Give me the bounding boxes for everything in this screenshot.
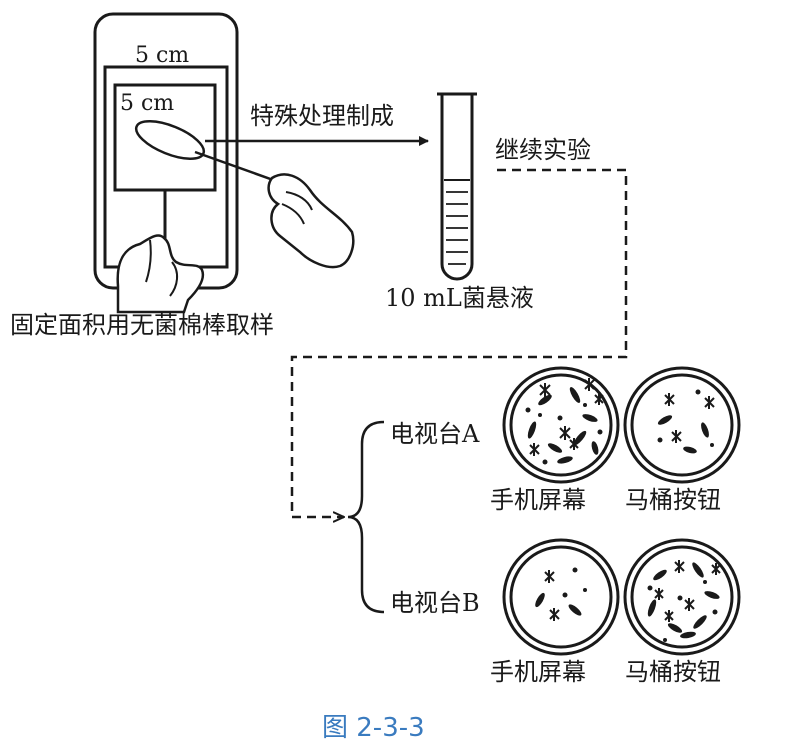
- swab-caption: 固定面积用无菌棉棒取样: [10, 311, 274, 339]
- test-tube-icon: [437, 92, 477, 281]
- petri-dish-a-phone: [502, 366, 620, 484]
- outer-dimension-label: 5 cm: [135, 43, 189, 68]
- cotton-swab: [134, 120, 291, 188]
- continue-dashed-arrow: [290, 168, 628, 517]
- dish-label-a-phone: 手机屏幕: [490, 486, 586, 514]
- figure-caption: 图 2-3-3: [322, 713, 425, 743]
- group-b-label: 电视台B: [390, 589, 480, 617]
- left-hand-icon: [116, 234, 205, 314]
- dish-label-a-toilet: 马桶按钮: [625, 486, 721, 514]
- petri-dish-b-toilet: [623, 538, 741, 656]
- petri-dish-a-toilet: [623, 366, 741, 484]
- continue-label: 继续实验: [495, 136, 591, 164]
- tube-label: 10 mL菌悬液: [385, 284, 534, 312]
- dish-label-b-phone: 手机屏幕: [490, 658, 586, 686]
- inner-dimension-label: 5 cm: [120, 91, 174, 116]
- group-brace: [347, 420, 385, 614]
- petri-dish-b-phone: [502, 538, 620, 656]
- process-label: 特殊处理制成: [250, 102, 394, 130]
- group-a-label: 电视台A: [390, 420, 480, 448]
- right-hand-icon: [267, 173, 355, 269]
- dish-label-b-toilet: 马桶按钮: [625, 658, 721, 686]
